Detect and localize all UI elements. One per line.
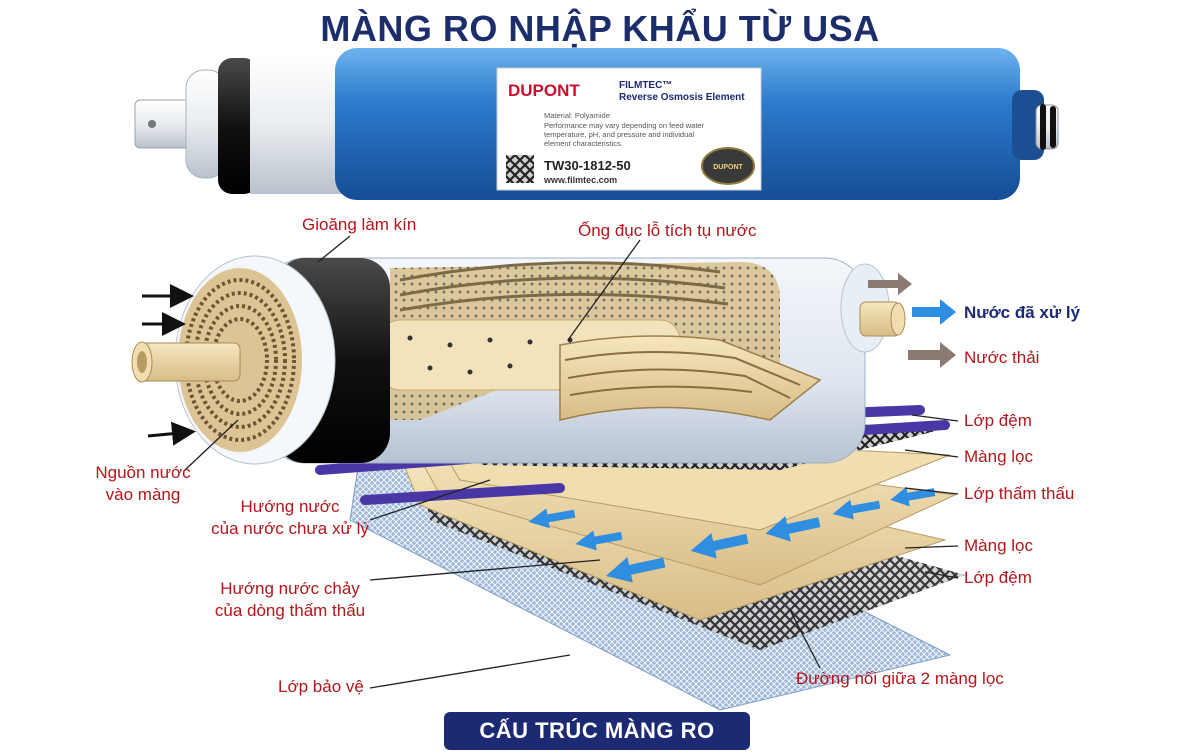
label-website: www.filmtec.com	[543, 175, 617, 185]
seal-text: DUPONT	[713, 164, 743, 171]
label-raw-flow-line2: của nước chưa xử lý	[211, 519, 369, 538]
inlet-arrows	[142, 284, 196, 446]
label-permeate-layer: Lớp thấm thấu	[964, 484, 1075, 503]
label-membrane-bottom: Màng lọc	[964, 536, 1033, 555]
label-raw-flow: Hướng nước của nước chưa xử lý	[200, 496, 380, 540]
label-source-water: Nguồn nước vào màng	[88, 462, 198, 506]
label-waste-water: Nước thải	[964, 348, 1040, 367]
membrane-cylinder	[131, 255, 906, 465]
page-title: MÀNG RO NHẬP KHẨU TỪ USA	[320, 8, 880, 49]
product-label: DUPONT FILMTEC™ Reverse Osmosis Element …	[496, 67, 762, 191]
label-permeate-flow-line1: Hướng nước chảy	[220, 579, 360, 598]
label-line1: FILMTEC™	[619, 80, 672, 91]
label-source-line1: Nguồn nước	[95, 463, 191, 482]
label-permeate-flow-line2: của dòng thấm thấu	[214, 601, 366, 620]
label-seam: Đường nối giữa 2 màng lọc	[796, 669, 1004, 688]
label-perforated-tube: Ống đục lỗ tích tụ nước	[578, 221, 757, 240]
label-treated-water: Nước đã xử lý	[964, 303, 1081, 322]
membrane-cartridge: DUPONT FILMTEC™ Reverse Osmosis Element …	[134, 48, 1059, 200]
label-note1: Performance may vary depending on feed w…	[544, 121, 705, 130]
outlet-arrow-top	[868, 273, 912, 295]
label-feed-spacer-bottom: Lớp đệm	[964, 568, 1032, 587]
label-material: Material: Polyamide	[544, 111, 610, 120]
label-note2: temperature, pH, and pressure and indivi…	[544, 130, 694, 139]
dupont-logo: DUPONT	[508, 81, 580, 100]
label-raw-flow-line1: Hướng nước	[240, 497, 340, 516]
label-model: TW30-1812-50	[544, 158, 631, 173]
qr-code-icon	[506, 155, 534, 183]
waste-water-arrow	[908, 342, 956, 368]
label-note3: element characteristics.	[544, 139, 623, 148]
label-source-line2: vào màng	[105, 485, 181, 504]
treated-water-arrow	[912, 299, 956, 325]
permeate-flow-arrows	[528, 486, 936, 583]
label-gasket: Gioăng làm kín	[302, 215, 417, 234]
label-permeate-flow: Hướng nước chảy của dòng thấm thấu	[200, 578, 380, 622]
label-line2: Reverse Osmosis Element	[619, 92, 745, 103]
label-membrane-top: Màng lọc	[964, 447, 1033, 466]
label-protective-layer: Lớp bảo vệ	[278, 677, 364, 696]
footer-banner: CẤU TRÚC MÀNG RO	[444, 712, 750, 750]
label-feed-spacer-top: Lớp đệm	[964, 411, 1032, 430]
leader-lines	[184, 235, 959, 689]
seal-icon	[701, 147, 755, 185]
